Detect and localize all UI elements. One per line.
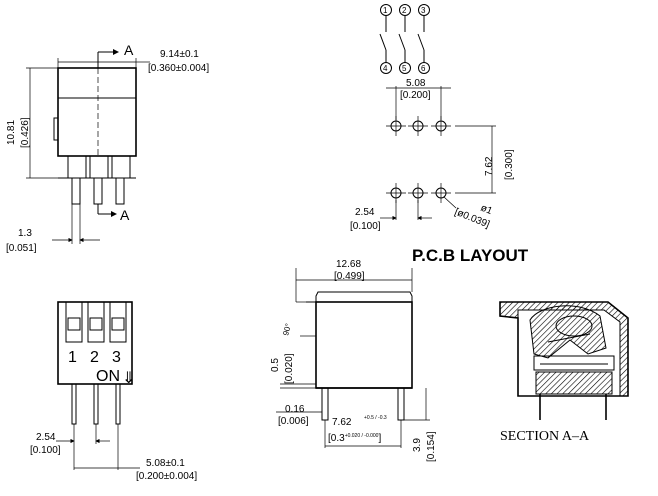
pcb-hole-pitch-dim: 2.54	[355, 207, 375, 218]
pin-offset-dim-in: [0.051]	[6, 243, 37, 254]
section-view: SECTION A–A	[499, 301, 629, 444]
front-switch-3: 3	[112, 349, 121, 366]
right-pin-thk-dim-in: [0.006]	[278, 416, 309, 427]
right-pin-len-dim-in: [0.154]	[426, 431, 437, 462]
front-span-dim-in: [0.200±0.004]	[136, 471, 197, 482]
right-pin-thk-dim: 0.16	[285, 404, 305, 415]
section-label: SECTION A–A	[500, 429, 590, 444]
pcb-row-dim: 7.62	[484, 156, 495, 176]
front-body-outline	[57, 301, 133, 385]
right-angle-dim: 90°	[281, 322, 293, 336]
pin-offset-dim: 1.3	[18, 228, 32, 239]
side-width-dim-in: [0.360±0.004]	[148, 63, 209, 74]
schematic-pin-5: 5	[402, 64, 407, 73]
pcb-layout: 5.08 [0.200] 7.62 [0.300] 2.54 [0.100] ø…	[350, 78, 529, 265]
right-standoff-dim: 0.5	[270, 358, 281, 372]
right-standoff-dim-in: [0.020]	[284, 353, 295, 384]
right-depth-dim: 12.68	[336, 259, 361, 270]
section-marker-top: A	[124, 42, 134, 58]
pcb-hole-dia-dim: ø1	[479, 203, 494, 218]
pcb-row-dim-in: [0.300]	[504, 149, 515, 180]
schematic-pin-3: 3	[421, 6, 426, 15]
side-height-dim: 10.81	[6, 120, 17, 145]
side-body-outline	[57, 67, 137, 157]
front-view: 1 2 3 ON ⇓ 2.54 [0.100] 5.08±0.1 [0.200±…	[30, 301, 197, 482]
right-body-outline	[315, 301, 413, 389]
front-pitch-dim-in: [0.100]	[30, 445, 61, 456]
right-view: 12.68 [0.499] 90° 0.5 [0.020] 0.16 [0.00…	[270, 259, 437, 462]
schematic-pin-1: 1	[383, 6, 388, 15]
right-row-dim-in: [0.3+0.020 / -0.000]	[328, 433, 381, 444]
pcb-pitch-dim: 5.08	[406, 78, 426, 89]
pcb-bottom-row-holes	[386, 183, 451, 203]
on-arrow-icon: ⇓	[122, 370, 135, 387]
side-view: A A 9.14±0.1 [0.360±0.004] 10.81 [0.426]…	[6, 42, 209, 254]
front-switch-2: 2	[90, 349, 99, 366]
right-row-dim: 7.62	[332, 417, 352, 428]
actuator	[529, 305, 607, 359]
front-switch-1: 1	[68, 349, 77, 366]
right-row-dim-tol: +0.5 / -0.3	[364, 415, 387, 421]
schematic-pin-2: 2	[402, 6, 407, 15]
schematic-pin-4: 4	[383, 64, 388, 73]
front-pitch-dim: 2.54	[36, 432, 56, 443]
on-label: ON	[96, 368, 120, 385]
pcb-hole-pitch-dim-in: [0.100]	[350, 221, 381, 232]
schematic-pin-6: 6	[421, 64, 426, 73]
pcb-pitch-dim-in: [0.200]	[400, 90, 431, 101]
section-marker-bottom: A	[120, 207, 130, 223]
pcb-top-row-holes	[386, 116, 451, 136]
side-width-dim: 9.14±0.1	[160, 49, 199, 60]
right-depth-dim-in: [0.499]	[334, 271, 365, 282]
front-span-dim: 5.08±0.1	[146, 458, 185, 469]
right-pin-len-dim: 3.9	[412, 438, 423, 452]
side-height-dim-in: [0.426]	[20, 117, 31, 148]
schematic: 1 2 3 4 5 6	[379, 4, 430, 74]
pcb-layout-title: P.C.B LAYOUT	[412, 246, 529, 265]
